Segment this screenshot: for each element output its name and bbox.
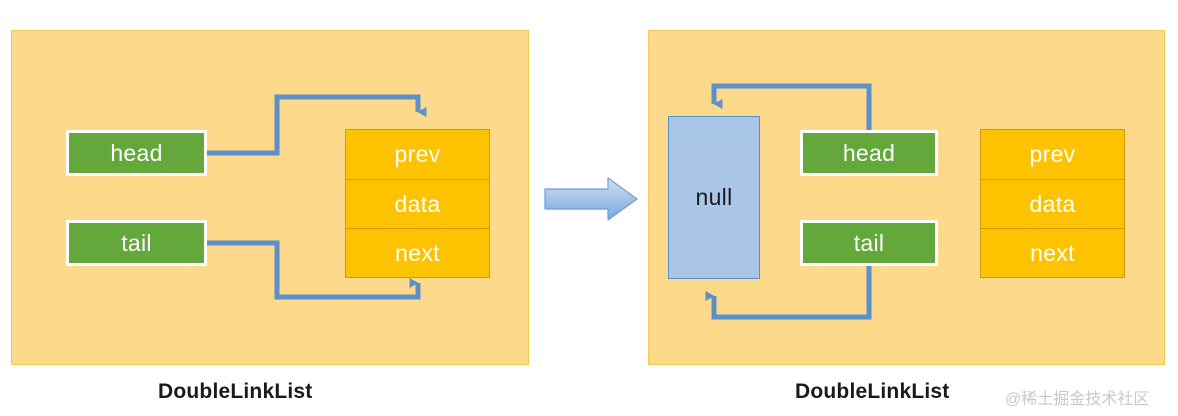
right-pointer-head[interactable]: head [800, 130, 938, 176]
transition-arrow-icon [544, 177, 638, 221]
right-node-cell-data: data [981, 179, 1124, 228]
right-null-box-label: null [695, 184, 733, 210]
left-node-cell-next: next [346, 228, 489, 277]
right-pointer-head-label: head [842, 139, 896, 166]
left-pointer-head[interactable]: head [66, 130, 207, 176]
watermark: @稀土掘金技术社区 [1005, 391, 1150, 408]
right-node-cell-prev: prev [981, 130, 1124, 179]
left-pointer-tail[interactable]: tail [66, 220, 207, 266]
right-pointer-tail-label: tail [853, 229, 885, 256]
right-node-cell-next: next [981, 228, 1124, 277]
left-node-cell-prev: prev [346, 130, 489, 179]
right-null-box[interactable]: null [668, 116, 760, 279]
left-pointer-head-label: head [110, 139, 163, 166]
right-pointer-tail[interactable]: tail [800, 220, 938, 266]
left-pointer-tail-label: tail [121, 229, 152, 256]
left-node-cell-data: data [346, 179, 489, 228]
left-node[interactable]: prev data next [345, 129, 490, 278]
right-panel-caption: DoubleLinkList [795, 380, 950, 403]
right-node[interactable]: prev data next [980, 129, 1125, 278]
left-panel-caption: DoubleLinkList [158, 380, 313, 403]
